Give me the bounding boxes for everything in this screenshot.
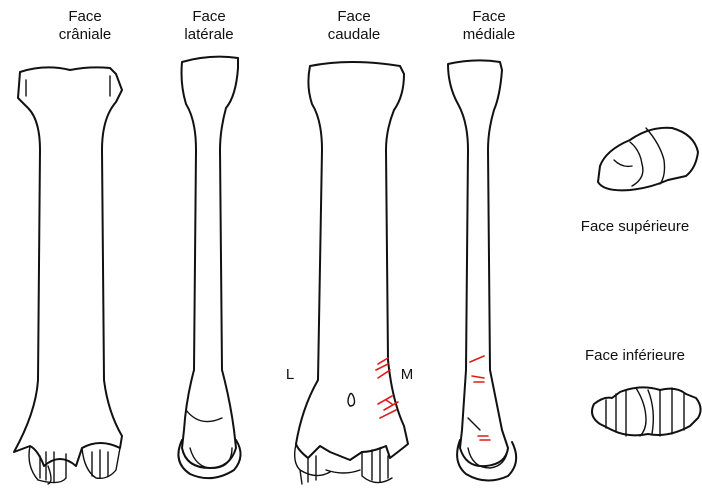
lateral-view-bone <box>178 57 240 479</box>
superior-face-bone <box>598 128 698 191</box>
caudal-view-bone <box>295 62 408 484</box>
inferior-face-bone <box>592 387 701 436</box>
cut-marks-medial <box>470 356 490 440</box>
medial-view-bone <box>448 60 516 480</box>
cut-marks-caudal <box>376 358 398 418</box>
cranial-view-bone <box>14 67 122 484</box>
